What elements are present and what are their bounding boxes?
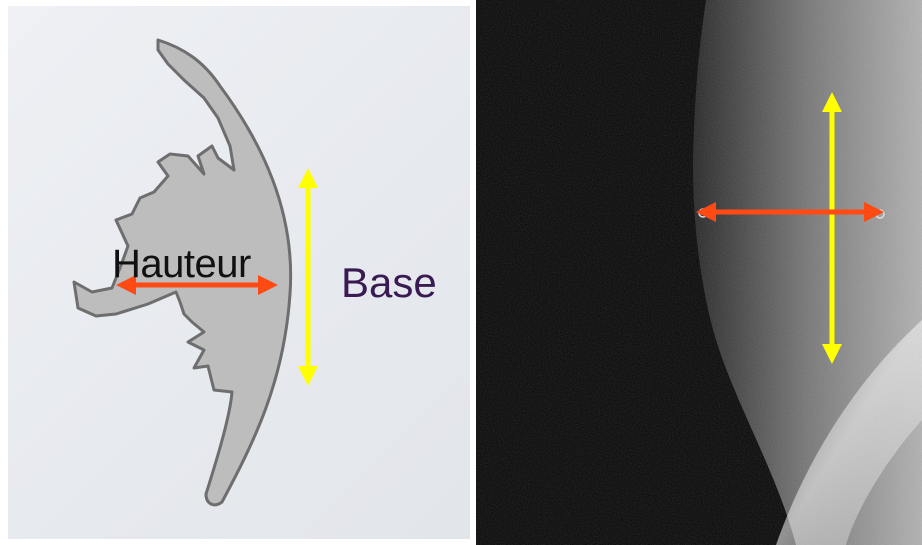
ultrasound-panel [476, 0, 922, 545]
hauteur-label: Hauteur [112, 242, 251, 287]
schematic-panel: Hauteur Base [8, 6, 470, 539]
base-label: Base [341, 259, 437, 307]
ultrasound-image [476, 0, 922, 545]
